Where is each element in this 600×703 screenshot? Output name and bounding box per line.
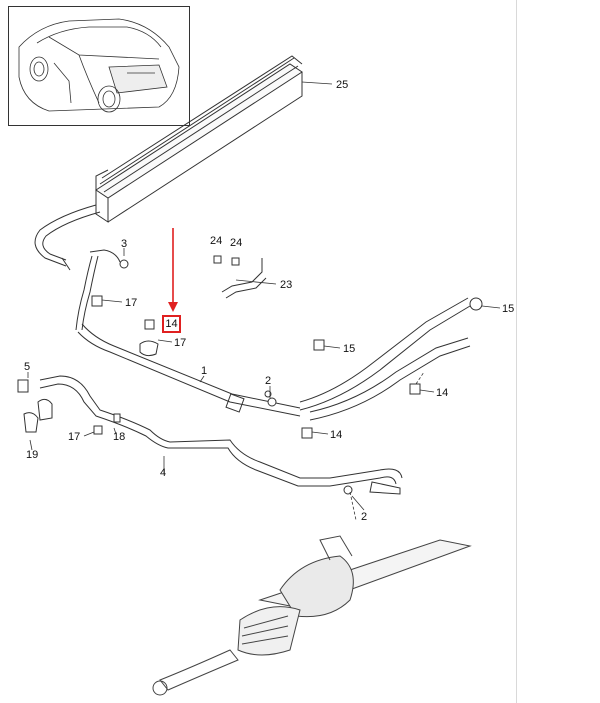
page-edge <box>516 0 517 703</box>
car-illustration <box>18 18 180 113</box>
part-label-3: 3 <box>121 238 127 250</box>
return-hose-upper <box>34 204 101 271</box>
part-label-24b: 24 <box>230 237 242 249</box>
red-arrow <box>168 228 178 312</box>
part-label-14b: 14 <box>436 387 448 399</box>
part-label-5: 5 <box>24 361 30 373</box>
part-label-2a: 2 <box>265 375 271 387</box>
part-label-15b: 15 <box>343 343 355 355</box>
part-label-17b: 17 <box>174 337 186 349</box>
steering-rack <box>152 535 472 696</box>
hoses-right <box>299 297 483 421</box>
part-label-15a: 15 <box>502 303 514 315</box>
part-label-14c: 14 <box>330 429 342 441</box>
part-label-18: 18 <box>113 431 125 443</box>
vehicle-inset <box>8 6 190 126</box>
hose-1 <box>77 323 301 417</box>
fittings <box>17 295 421 495</box>
oil-cooler <box>95 55 303 223</box>
part-label-17a: 17 <box>125 297 137 309</box>
leader-lines <box>27 81 501 521</box>
part-label-14a: 14 <box>165 318 178 330</box>
part-label-4: 4 <box>160 467 166 479</box>
part-label-19: 19 <box>26 449 38 461</box>
bracket-23 <box>213 255 267 299</box>
highlighted-part-14: 14 <box>162 315 181 333</box>
part-label-24a: 24 <box>210 235 222 247</box>
pressure-line-left <box>75 249 129 331</box>
part-label-1: 1 <box>201 365 207 377</box>
part-label-23: 23 <box>280 279 292 291</box>
part-label-17c: 17 <box>68 431 80 443</box>
part-label-2b: 2 <box>361 511 367 523</box>
part-label-25: 25 <box>336 79 348 91</box>
line-4 <box>39 375 403 495</box>
